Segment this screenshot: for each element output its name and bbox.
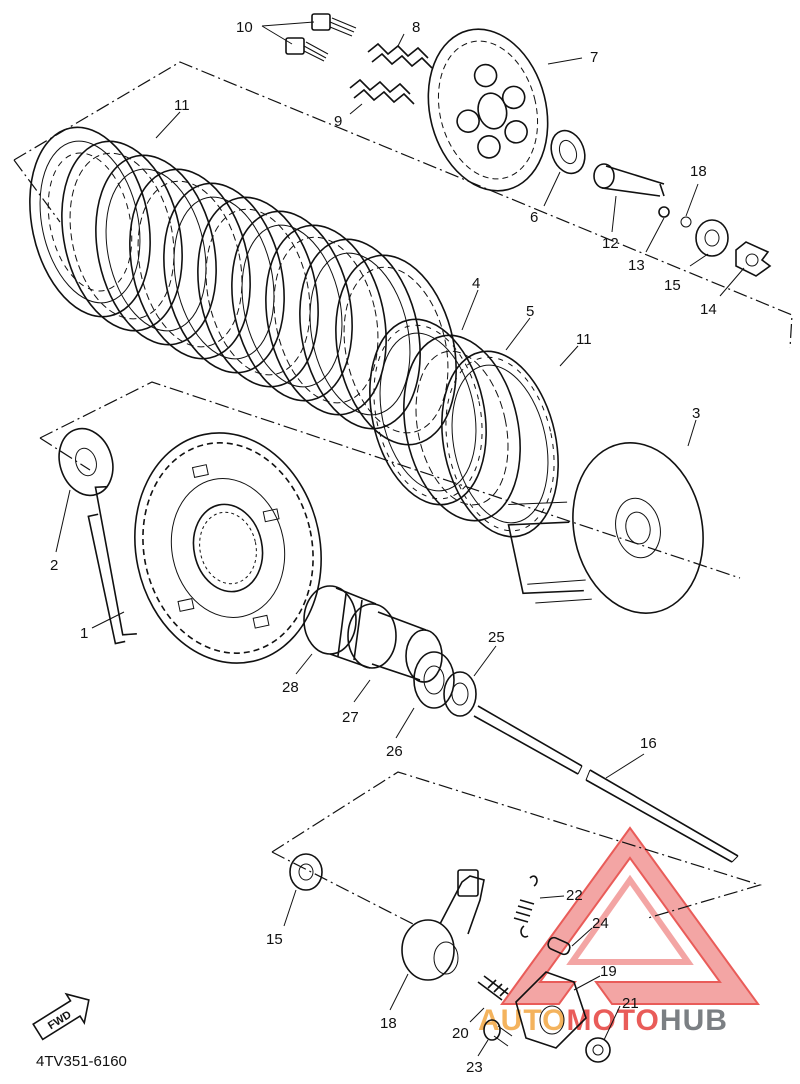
nut-15: [695, 219, 729, 257]
watermark-triangle-icon: [500, 826, 760, 1005]
bolt-10-lower: [285, 37, 329, 62]
label-7: 7: [590, 49, 598, 66]
label-25: 24: [592, 915, 609, 932]
label-18: 18: [690, 163, 707, 180]
pin-25: [547, 936, 571, 956]
label-27: 26: [386, 743, 403, 760]
oil-seal-16: [289, 853, 323, 891]
label-8: 8: [412, 19, 420, 36]
spring-8: [367, 42, 433, 69]
label-4: 4: [472, 275, 480, 292]
label-21: 20: [452, 1025, 469, 1042]
cover-20: [515, 971, 587, 1049]
pressure-plate: [427, 28, 549, 192]
leader-lines: [55, 21, 745, 1057]
label-23: 22: [566, 887, 583, 904]
label-10: 10: [236, 19, 253, 36]
label-28: 27: [342, 709, 359, 726]
label-24: 23: [466, 1059, 483, 1076]
washer-18: [680, 216, 692, 228]
assembly-frames: [13, 61, 793, 926]
drawing-code: 4TV351-6160: [36, 1053, 127, 1070]
bolt-10-upper: [311, 13, 357, 37]
plate-11-last: [441, 350, 559, 538]
fwd-arrow-icon: FWD: [32, 992, 90, 1041]
label-16: 15: [266, 931, 283, 948]
label-22: 21: [622, 995, 639, 1012]
label-17: 16: [640, 735, 657, 752]
nut-22: [585, 1037, 611, 1063]
label-26: 25: [488, 629, 505, 646]
label-9: 9: [334, 113, 342, 130]
label-2: 2: [50, 557, 58, 574]
bearing-6: [550, 129, 586, 175]
washer-27: [413, 651, 455, 709]
push-rod-12: [593, 163, 665, 197]
push-rod-17: [473, 705, 739, 863]
clutch-plate-stack: [29, 126, 559, 538]
washer-26: [443, 671, 477, 717]
part-labels: 10 8 9 7 11 6 12 18 13 15 14 4 5 11 3 2 …: [50, 19, 717, 1076]
svg-text:AUTOMOTOHUB: AUTOMOTOHUB: [478, 1004, 728, 1037]
sleeve-29: [303, 585, 397, 669]
label-12: 12: [602, 235, 619, 252]
label-20: 19: [600, 963, 617, 980]
plate-4: [369, 318, 487, 506]
label-11-mid: 11: [576, 331, 592, 348]
label-1: 1: [80, 625, 88, 642]
bolt-24: [483, 1019, 513, 1047]
clutch-boss-3: [507, 442, 704, 614]
label-11-top: 11: [174, 97, 190, 114]
label-5: 5: [526, 303, 534, 320]
label-15: 15: [664, 277, 681, 294]
spacer-28: [371, 611, 443, 683]
washer-2: [58, 427, 114, 497]
ball-13: [658, 206, 670, 218]
push-lever-19: [401, 869, 485, 981]
primary-driven-gear-1: [87, 432, 322, 664]
lock-washer-14: [735, 241, 772, 277]
watermark-text-hub: HUB: [660, 1004, 728, 1037]
spring-23: [513, 875, 538, 938]
label-6: 6: [530, 209, 538, 226]
screw-21: [477, 975, 509, 1001]
watermark-logo: AUTOMOTOHUB: [478, 826, 760, 1037]
label-14: 14: [700, 301, 717, 318]
label-13: 13: [628, 257, 645, 274]
label-19: 18: [380, 1015, 397, 1032]
label-3: 3: [692, 405, 700, 422]
label-29: 28: [282, 679, 299, 696]
spring-9: [349, 78, 415, 105]
